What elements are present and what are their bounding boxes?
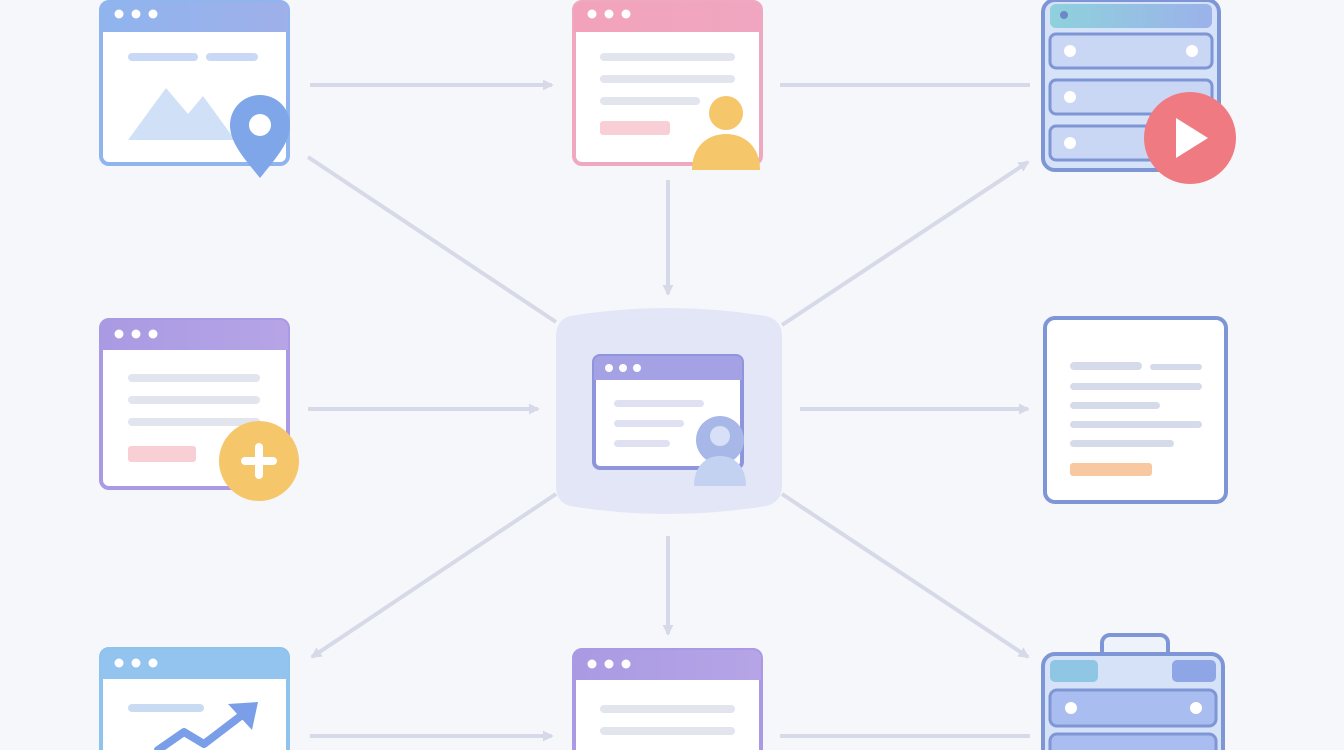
- node-list-window: [572, 648, 763, 750]
- node-browser-map: [99, 0, 290, 178]
- user-icon: [694, 416, 746, 486]
- play-icon: [1144, 92, 1236, 184]
- node-central-hub: [556, 308, 782, 514]
- edge-hub-to-server: [780, 160, 1030, 327]
- edge-map-to-hub: [306, 155, 558, 324]
- node-add-form: [99, 318, 299, 501]
- node-analytics-window: [99, 647, 290, 750]
- user-icon: [692, 96, 760, 170]
- location-pin-icon: [230, 95, 290, 178]
- landscape-image-icon: [128, 88, 235, 140]
- plus-icon: [219, 421, 299, 501]
- node-profile-doc: [572, 0, 763, 170]
- edges: [306, 79, 1030, 742]
- trend-arrow-icon: [154, 702, 258, 750]
- edge-hub-to-archive: [780, 492, 1030, 659]
- node-archive-server: [1041, 633, 1225, 750]
- node-document: [1043, 316, 1228, 504]
- edge-hub-to-analytics: [310, 492, 558, 659]
- node-server-stack: [1041, 0, 1236, 184]
